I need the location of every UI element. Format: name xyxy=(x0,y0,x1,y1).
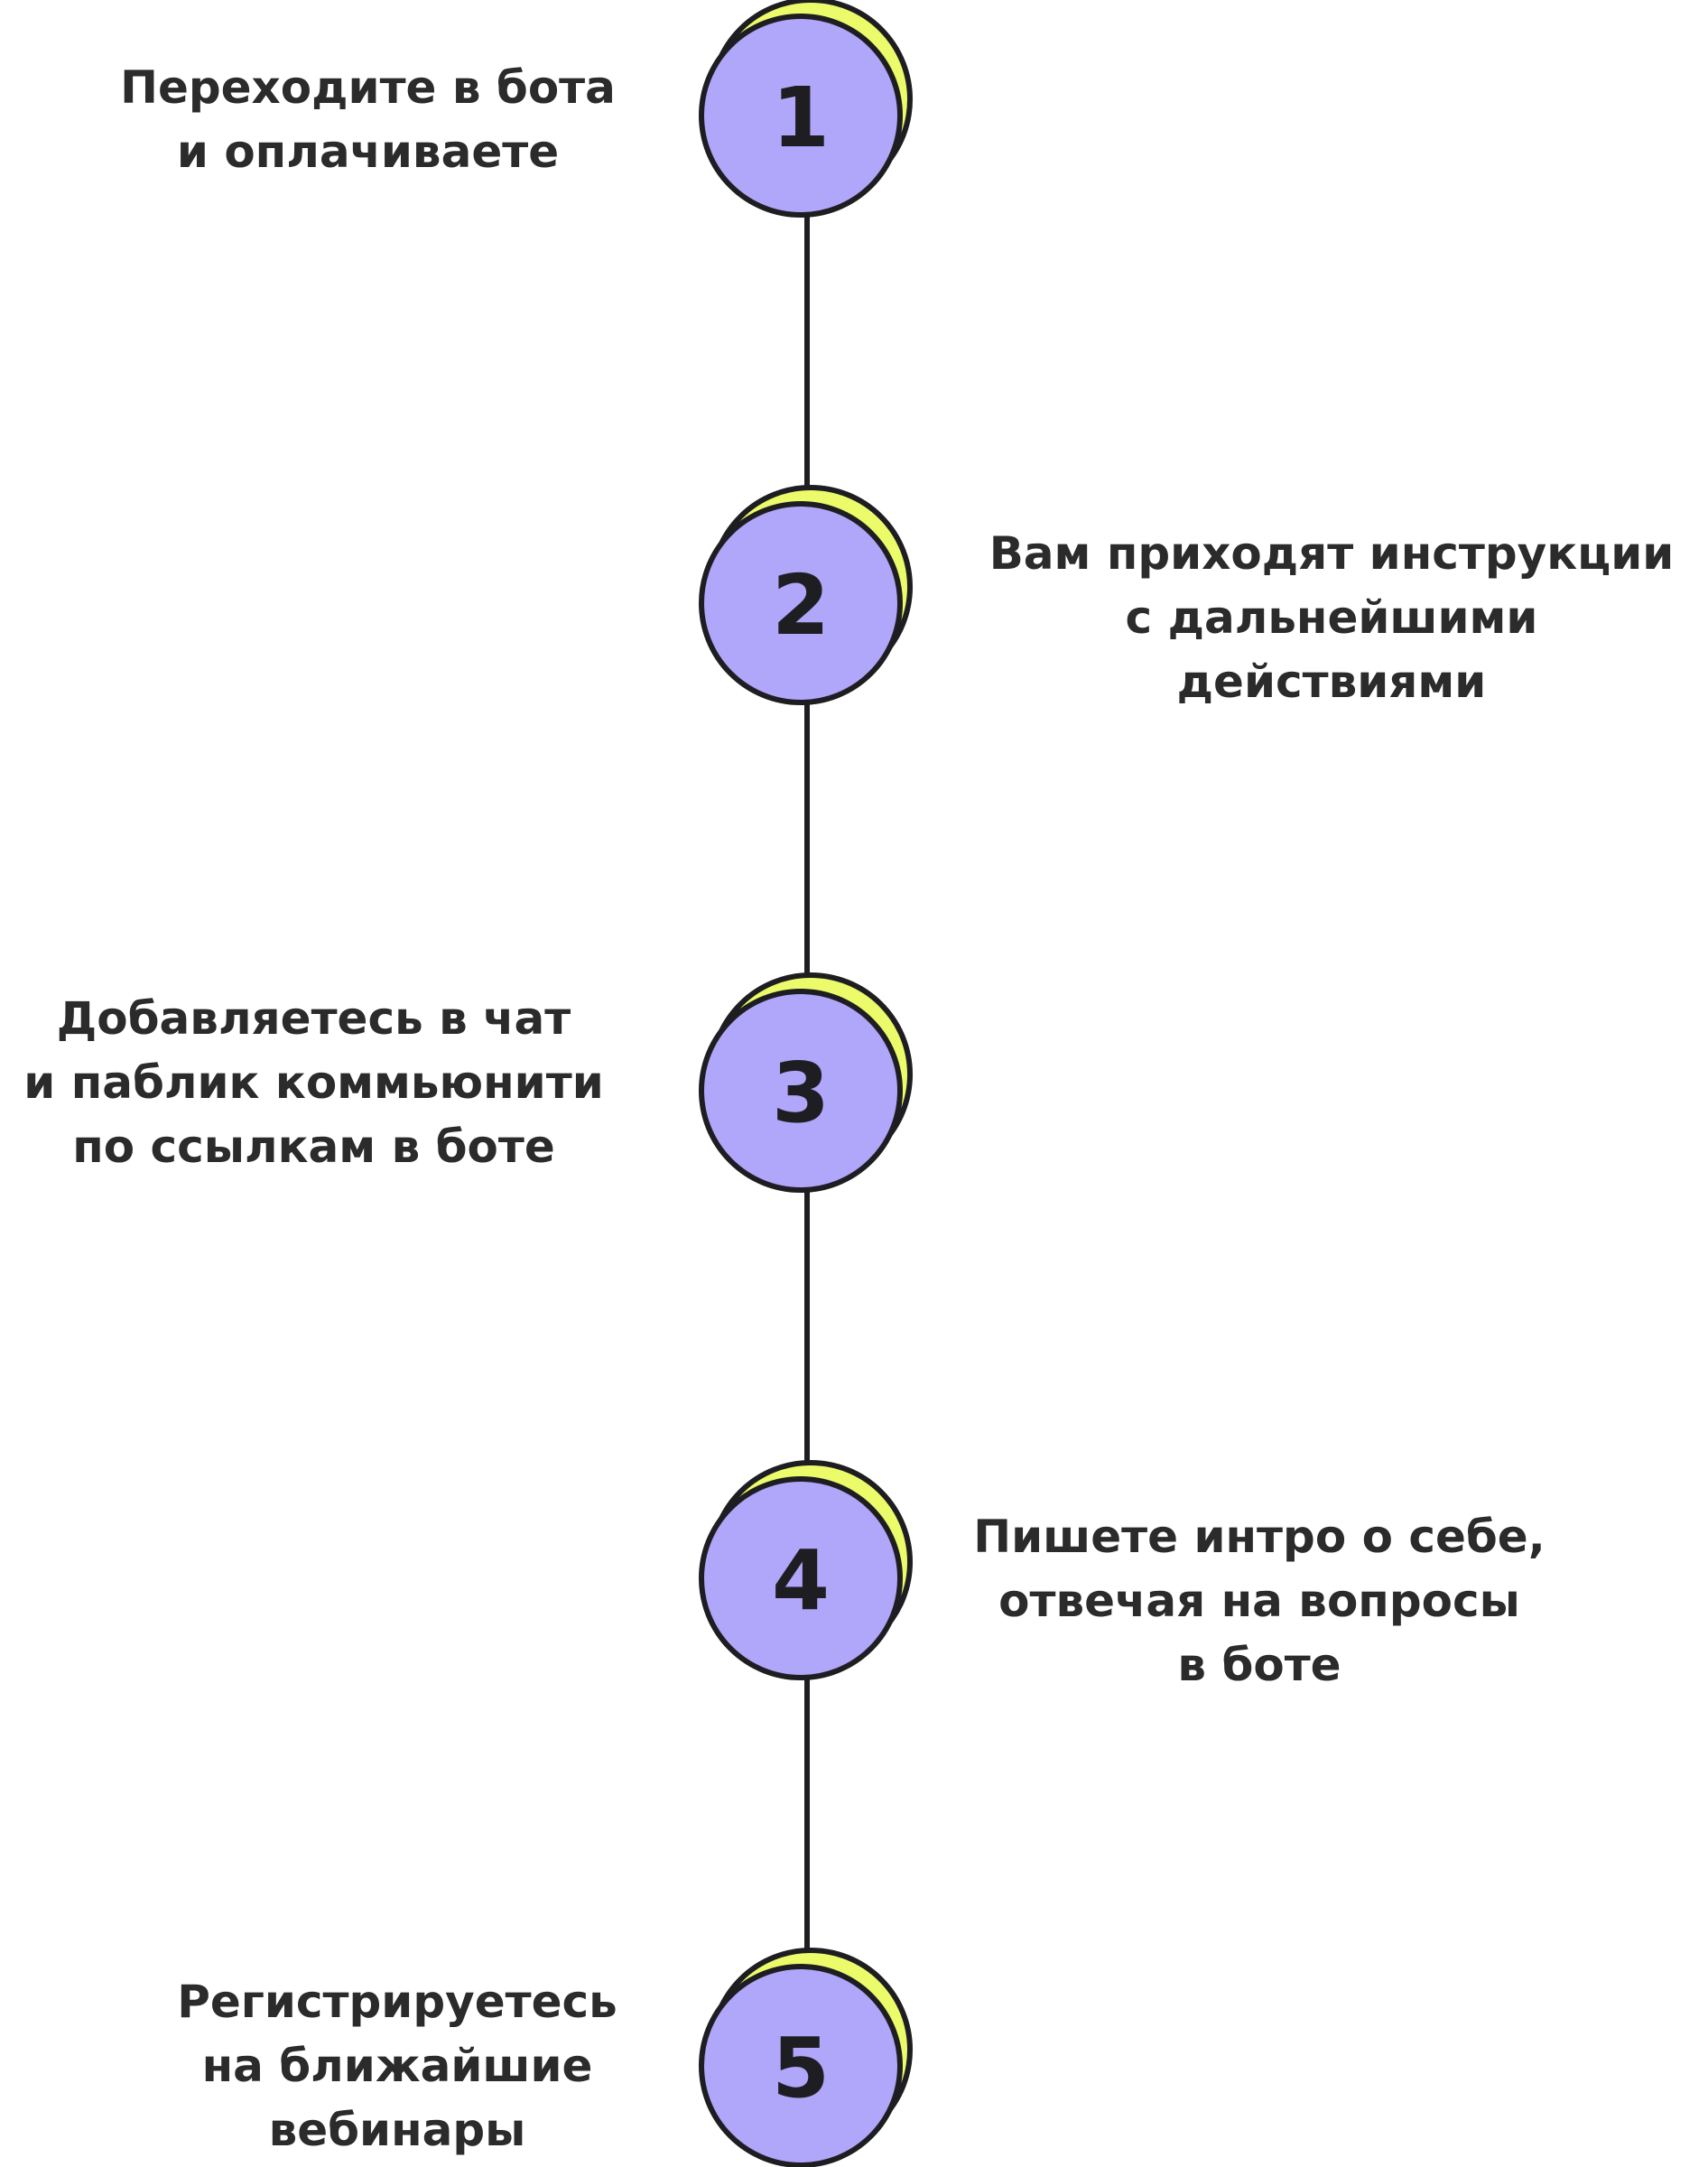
step-4-line-3: в боте xyxy=(1177,1639,1341,1691)
step-1-line-2: и оплачиваете xyxy=(176,126,560,178)
step-1-line-1: Переходите в бота xyxy=(120,61,616,114)
step-marker-4: 4 xyxy=(699,1460,913,1680)
step-marker-1: 1 xyxy=(699,0,913,218)
step-number: 1 xyxy=(772,70,830,166)
marker-circle xyxy=(699,1476,903,1680)
step-number: 3 xyxy=(772,1045,830,1141)
step-2-line-2: с дальнейшими xyxy=(1125,591,1538,644)
step-marker-2: 2 xyxy=(699,485,913,705)
step-marker-3: 3 xyxy=(699,972,913,1193)
step-3-line-3: по ссылкам в боте xyxy=(72,1121,555,1173)
step-5-line-1: Регистрируетесь xyxy=(177,1976,617,2028)
marker-circle xyxy=(699,14,903,218)
step-marker-5: 5 xyxy=(699,1948,913,2167)
step-number: 4 xyxy=(772,1532,830,1629)
step-4-line-1: Пишете интро о себе, xyxy=(973,1511,1546,1563)
step-2-line-3: действиями xyxy=(1176,656,1487,708)
step-1-text: Переходите в бота и оплачиваете xyxy=(90,56,645,184)
step-2-line-1: Вам приходят инструкции xyxy=(989,527,1675,580)
step-5-line-2: на ближайшие xyxy=(201,2040,593,2092)
marker-circle xyxy=(699,501,903,705)
marker-circle xyxy=(699,1964,903,2167)
step-5-text: Регистрируетесь на ближайшие вебинары xyxy=(90,1970,704,2162)
step-3-text: Добавляетесь в чат и паблик коммьюнити п… xyxy=(0,987,627,1179)
step-number: 5 xyxy=(772,2020,830,2116)
step-3-line-1: Добавляетесь в чат xyxy=(56,992,571,1045)
marker-circle xyxy=(699,989,903,1193)
step-2-text: Вам приходят инструкции с дальнейшими де… xyxy=(934,522,1708,714)
step-5-line-3: вебинары xyxy=(268,2104,526,2156)
step-4-text: Пишете интро о себе, отвечая на вопросы … xyxy=(939,1505,1580,1697)
step-4-line-2: отвечая на вопросы xyxy=(998,1575,1520,1627)
step-number: 2 xyxy=(772,557,830,654)
step-3-line-2: и паблик коммьюнити xyxy=(23,1056,604,1109)
